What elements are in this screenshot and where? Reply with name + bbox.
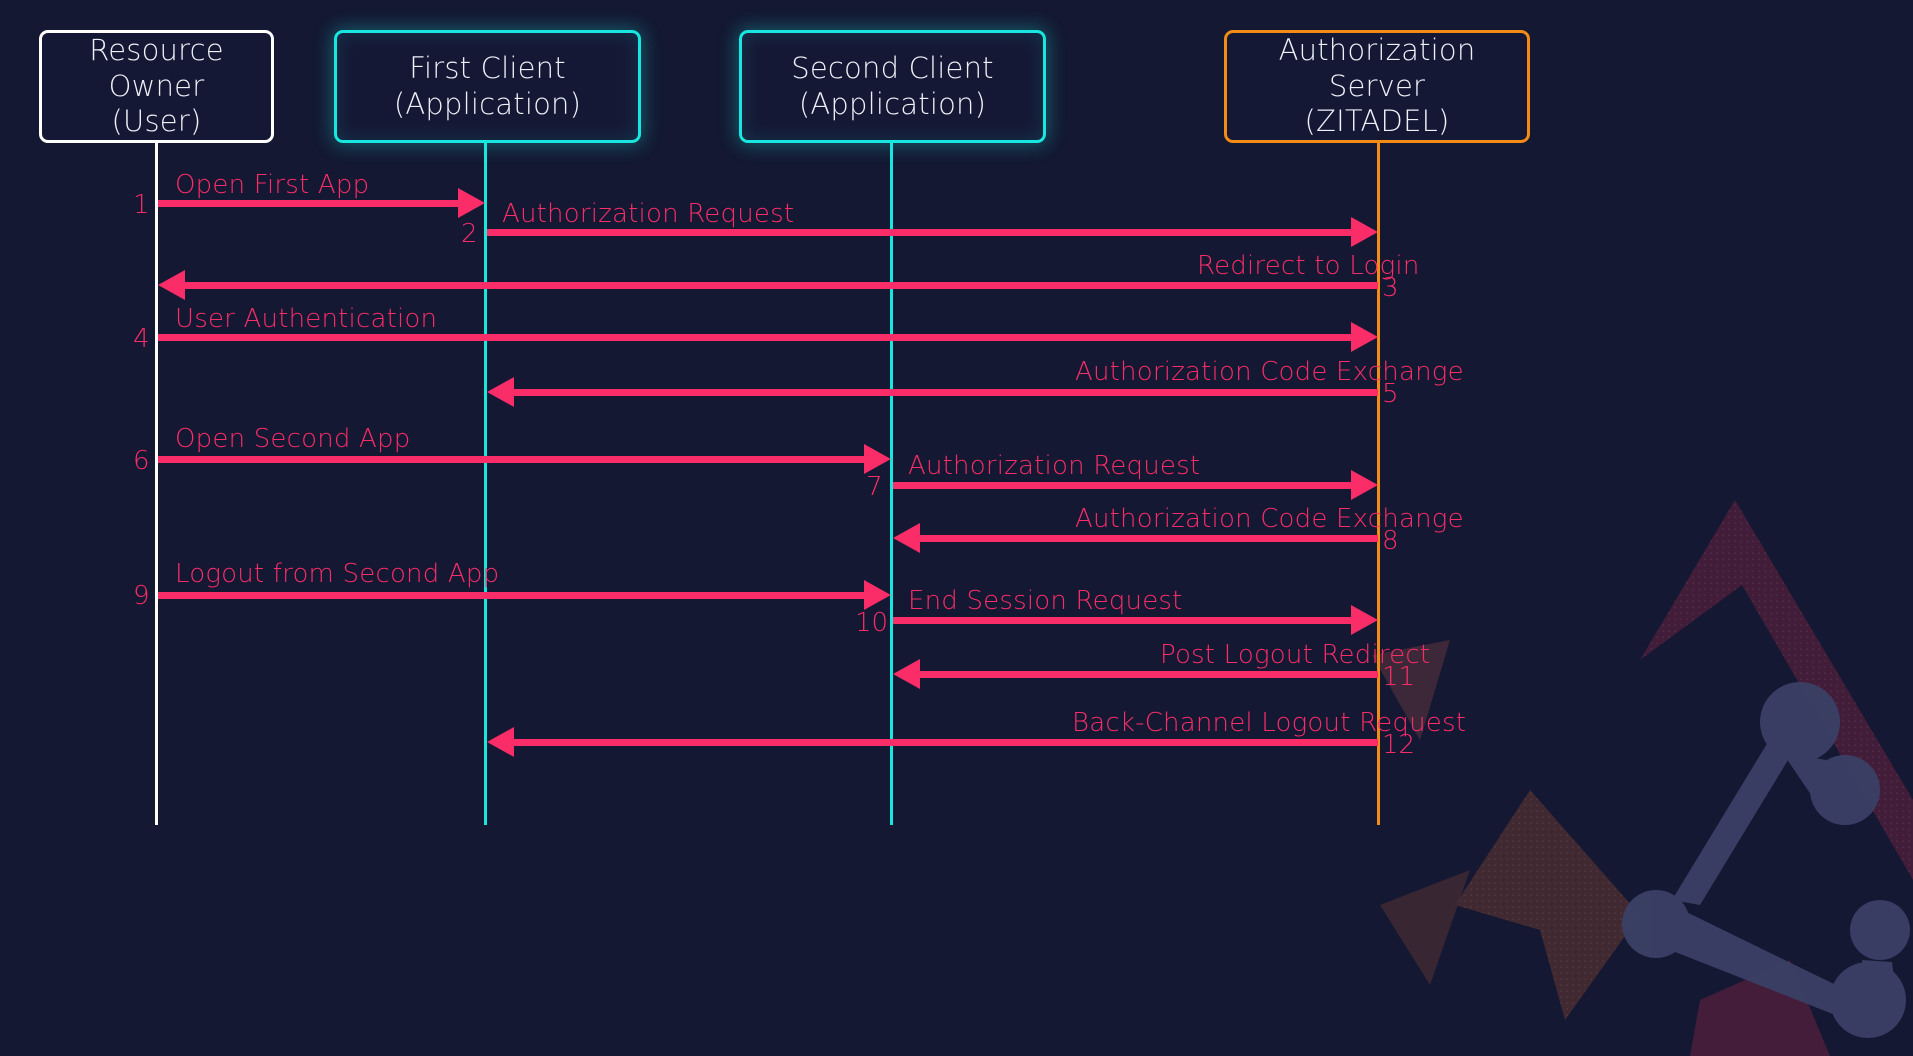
participant-box-second-client[interactable]: Second Client(Application) xyxy=(739,30,1046,143)
participant-label-authorization-server: Authorization Server(ZITADEL) xyxy=(1278,33,1476,139)
participant-box-first-client[interactable]: First Client(Application) xyxy=(334,30,641,143)
message-number-1: 1 xyxy=(133,190,150,220)
message-number-11: 11 xyxy=(1382,662,1416,692)
message-label-8: Authorization Code Exchange xyxy=(1075,504,1464,534)
message-arrowhead-3 xyxy=(158,270,185,300)
message-label-11: Post Logout Redirect xyxy=(1160,640,1431,670)
message-arrowhead-11 xyxy=(893,659,920,689)
message-line-5 xyxy=(514,388,1378,396)
message-line-2 xyxy=(487,228,1351,236)
message-label-6: Open Second App xyxy=(175,424,411,454)
message-arrowhead-8 xyxy=(893,523,920,553)
message-label-4: User Authentication xyxy=(175,304,438,334)
message-line-8 xyxy=(920,534,1378,542)
message-line-6 xyxy=(158,455,864,463)
message-arrowhead-5 xyxy=(487,377,514,407)
message-number-5: 5 xyxy=(1382,379,1399,409)
participant-label-first-client: First Client(Application) xyxy=(393,51,582,121)
message-label-1: Open First App xyxy=(175,170,370,200)
participant-label-second-client: Second Client(Application) xyxy=(791,51,994,121)
message-arrowhead-6 xyxy=(864,444,891,474)
message-line-4 xyxy=(158,333,1351,341)
message-arrowhead-10 xyxy=(1351,605,1378,635)
message-number-8: 8 xyxy=(1382,526,1399,556)
message-line-1 xyxy=(158,199,458,207)
message-line-12 xyxy=(514,738,1378,746)
message-number-6: 6 xyxy=(133,446,150,476)
message-arrowhead-7 xyxy=(1351,470,1378,500)
message-label-9: Logout from Second App xyxy=(175,559,500,589)
lifeline-first-client xyxy=(484,143,487,825)
message-number-12: 12 xyxy=(1382,730,1416,760)
message-line-11 xyxy=(920,670,1378,678)
message-number-4: 4 xyxy=(133,324,150,354)
message-label-5: Authorization Code Exchange xyxy=(1075,357,1464,387)
message-label-3: Redirect to Login xyxy=(1197,251,1420,281)
message-number-9: 9 xyxy=(133,581,150,611)
message-label-2: Authorization Request xyxy=(502,199,795,229)
message-arrowhead-12 xyxy=(487,727,514,757)
message-arrowhead-4 xyxy=(1351,322,1378,352)
message-arrowhead-2 xyxy=(1351,217,1378,247)
lifeline-second-client xyxy=(890,143,893,825)
message-number-3: 3 xyxy=(1382,273,1399,303)
message-line-9 xyxy=(158,591,864,599)
lifeline-resource-owner xyxy=(155,143,158,825)
message-line-3 xyxy=(185,281,1378,289)
message-label-7: Authorization Request xyxy=(908,451,1201,481)
message-arrowhead-9 xyxy=(864,580,891,610)
message-number-7: 7 xyxy=(866,472,883,502)
message-line-10 xyxy=(893,616,1351,624)
message-arrowhead-1 xyxy=(458,188,485,218)
message-label-10: End Session Request xyxy=(908,586,1183,616)
lifeline-authorization-server xyxy=(1377,143,1380,825)
participant-box-authorization-server[interactable]: Authorization Server(ZITADEL) xyxy=(1224,30,1530,143)
message-number-2: 2 xyxy=(461,219,478,249)
message-number-10: 10 xyxy=(855,608,889,638)
message-label-12: Back-Channel Logout Request xyxy=(1072,708,1467,738)
message-line-7 xyxy=(893,481,1351,489)
